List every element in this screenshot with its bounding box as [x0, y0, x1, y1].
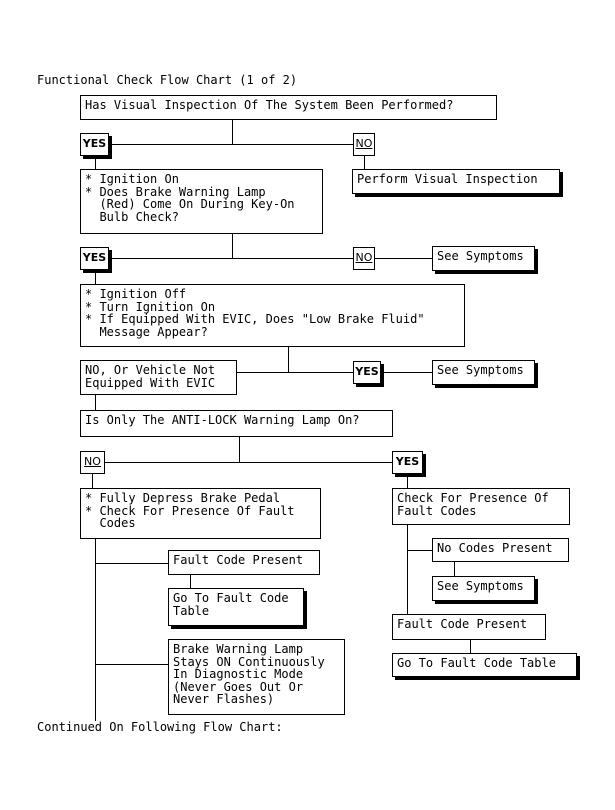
- see-symptoms-box: See Symptoms: [432, 360, 535, 385]
- yes-label: YES: [392, 451, 423, 474]
- yes-label: YES: [80, 133, 109, 156]
- brake-warning-lamp-stays-on-box: Brake Warning Lamp Stays ON Continuously…: [168, 639, 345, 715]
- connector: [407, 550, 432, 551]
- anti-lock-lamp-question: Is Only The ANTI-LOCK Warning Lamp On?: [80, 410, 393, 437]
- check-fault-codes-box: Check For Presence Of Fault Codes: [392, 488, 570, 525]
- evic-message-check-box: * Ignition Off * Turn Ignition On * If E…: [80, 284, 465, 347]
- yes-label: YES: [353, 361, 381, 384]
- connector: [407, 473, 408, 489]
- continued-note: Continued On Following Flow Chart:: [37, 720, 283, 734]
- no-or-not-equipped-box: NO, Or Vehicle Not Equipped With EVIC: [80, 360, 237, 395]
- connector: [454, 561, 455, 576]
- fault-code-present-box: Fault Code Present: [168, 550, 320, 575]
- see-symptoms-box: See Symptoms: [432, 246, 535, 271]
- connector: [470, 639, 471, 654]
- yes-label: YES: [80, 247, 109, 270]
- go-to-fault-code-table-box: Go To Fault Code Table: [392, 653, 577, 677]
- connector: [95, 269, 96, 285]
- page-title: Functional Check Flow Chart (1 of 2): [37, 73, 298, 87]
- no-label: NO: [80, 451, 105, 474]
- fault-code-present-box: Fault Code Present: [392, 614, 546, 640]
- connector: [95, 563, 168, 564]
- connector: [232, 233, 233, 258]
- connector: [288, 346, 289, 372]
- connector: [104, 462, 392, 463]
- connector: [95, 394, 96, 410]
- no-label: NO: [353, 133, 375, 156]
- connector: [407, 524, 408, 615]
- visual-inspection-question: Has Visual Inspection Of The System Been…: [80, 95, 497, 120]
- connector: [374, 258, 432, 259]
- brake-lamp-bulb-check-box: * Ignition On * Does Brake Warning Lamp …: [80, 169, 323, 234]
- connector: [190, 574, 191, 588]
- connector: [95, 664, 168, 665]
- connector: [108, 258, 354, 259]
- perform-visual-inspection-box: Perform Visual Inspection: [352, 169, 560, 194]
- connector: [364, 155, 365, 169]
- connector: [236, 372, 354, 373]
- connector: [232, 119, 233, 144]
- connector: [380, 372, 432, 373]
- no-label: NO: [353, 247, 375, 270]
- connector: [95, 538, 96, 721]
- connector: [239, 436, 240, 462]
- connector: [92, 473, 93, 489]
- depress-brake-pedal-box: * Fully Depress Brake Pedal * Check For …: [80, 488, 321, 539]
- no-codes-present-box: No Codes Present: [432, 538, 569, 562]
- see-symptoms-box: See Symptoms: [432, 576, 535, 601]
- go-to-fault-code-table-box: Go To Fault Code Table: [168, 588, 304, 626]
- connector: [108, 144, 354, 145]
- connector: [95, 155, 96, 169]
